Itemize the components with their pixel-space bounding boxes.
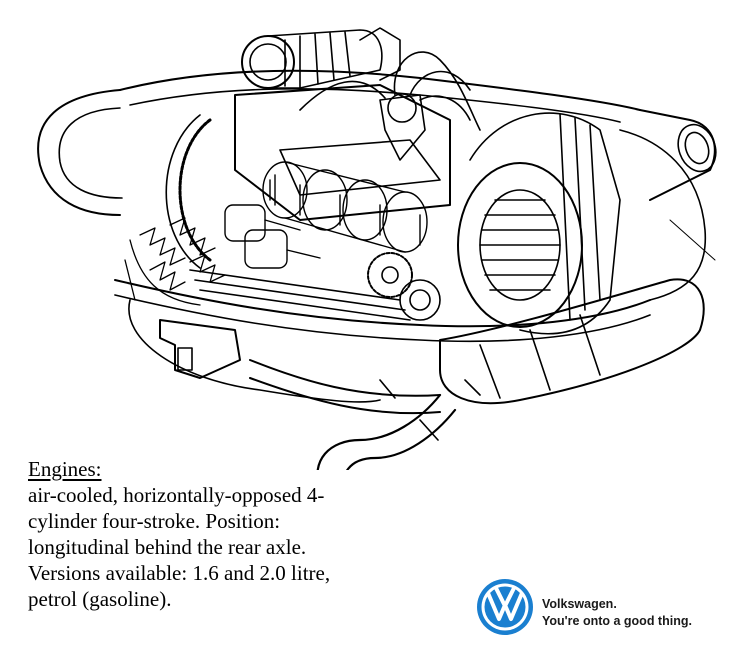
lower-pipe (249, 359, 441, 415)
crankcase-top (234, 84, 451, 221)
oil-pump-inner (409, 289, 431, 311)
distributor (379, 94, 426, 161)
cam-gear (367, 252, 413, 298)
mount-bracket (159, 319, 241, 379)
brand-text: Volkswagen. You're onto a good thing. (542, 596, 692, 630)
right-label-strip (669, 219, 716, 261)
muffler-body (439, 278, 705, 405)
pushrods (189, 269, 411, 321)
carb-stack (359, 27, 401, 81)
brand-name: Volkswagen. (542, 597, 617, 611)
air-filter-lines (284, 31, 351, 89)
fan-shroud-lines (559, 113, 601, 321)
tailpipe (316, 393, 442, 470)
base-plate-lower (114, 294, 651, 343)
caption-body: air-cooled, horizontally-opposed 4-cylin… (28, 483, 331, 611)
right-body (619, 129, 707, 301)
cylinders (262, 161, 428, 253)
left-manifold-pipe-inner (58, 107, 123, 199)
caption-heading: Engines: (28, 457, 102, 481)
flywheel-ring-outer (165, 114, 201, 269)
right-intake-mouth (677, 123, 717, 173)
brand-block: Volkswagen. You're onto a good thing. (476, 578, 731, 638)
left-manifold-pipe (37, 89, 121, 216)
pipe-loop-left (128, 299, 381, 403)
brand-slogan: You're onto a good thing. (542, 614, 692, 628)
manifold-top (119, 69, 641, 111)
vw-logo-icon (477, 579, 533, 635)
base-plate (114, 279, 651, 328)
distributor-cap (387, 93, 417, 123)
oil-pump (399, 279, 441, 321)
fan-blades (479, 199, 561, 291)
cam-gear-hub (381, 266, 399, 284)
muffler-lines (479, 314, 601, 399)
valve-springs (124, 217, 226, 306)
tailpipe-inner (346, 408, 457, 470)
right-intake-mouth-inner (684, 131, 710, 165)
fan-shroud (469, 112, 621, 335)
right-intake-tube (639, 109, 716, 201)
plug-wires (299, 51, 481, 131)
crankcase-window (279, 139, 441, 196)
engine-caption: Engines: air-cooled, horizontally-oppose… (28, 456, 358, 612)
air-filter-body (267, 29, 383, 89)
air-filter-front-inner (249, 43, 287, 81)
tailpipe-clamps (379, 379, 481, 441)
flywheel-ring (178, 118, 212, 262)
engine-cutaway-illustration (37, 27, 717, 470)
pistons-left (224, 204, 321, 269)
